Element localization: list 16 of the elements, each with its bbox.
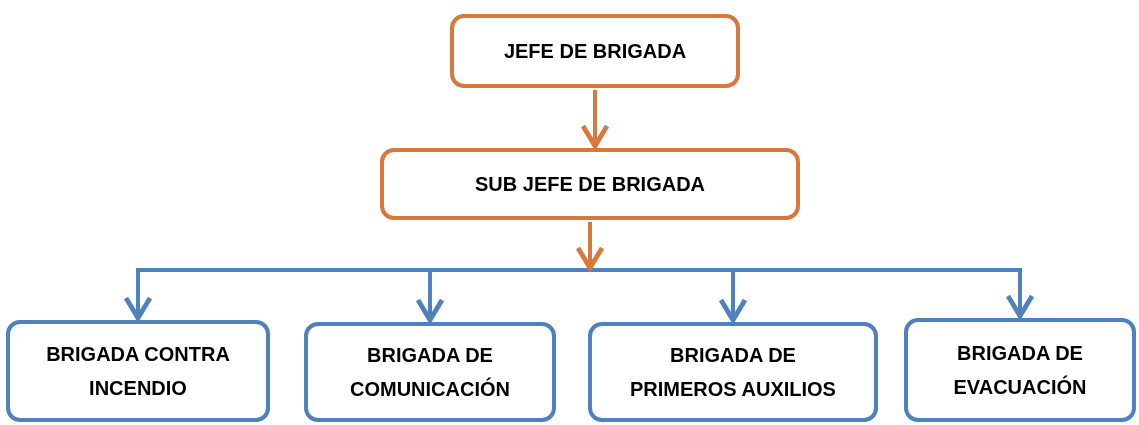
box-label: SUB JEFE DE BRIGADA	[475, 172, 705, 197]
arrow	[575, 222, 605, 271]
org-box	[450, 14, 740, 88]
org-box	[904, 318, 1136, 422]
box-label: BRIGADA DE EVACUACIÓN	[952, 341, 1088, 400]
box-label: JEFE DE BRIGADA	[503, 39, 687, 64]
box-label: BRIGADA DE PRIMEROS AUXILIOS	[629, 343, 837, 402]
arrow	[590, 268, 1035, 319]
box-label: BRIGADA DE COMUNICACIÓN	[349, 343, 511, 402]
org-box	[304, 322, 556, 422]
arrow	[415, 268, 590, 323]
org-box	[6, 320, 270, 422]
arrow	[580, 90, 610, 149]
box-label: BRIGADA CONTRA INCENDIO	[45, 342, 231, 401]
org-box	[588, 322, 878, 422]
org-box	[380, 148, 800, 220]
